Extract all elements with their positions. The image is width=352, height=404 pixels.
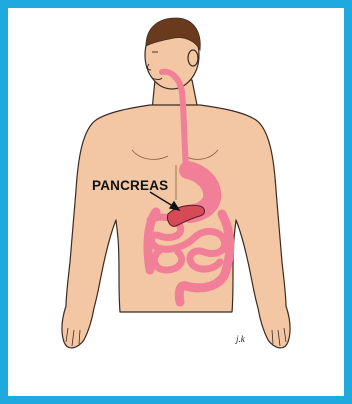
artist-signature: j.k (236, 334, 245, 344)
ear (188, 50, 198, 66)
hand-details (66, 328, 286, 346)
pancreas-label: PANCREAS (92, 178, 168, 193)
